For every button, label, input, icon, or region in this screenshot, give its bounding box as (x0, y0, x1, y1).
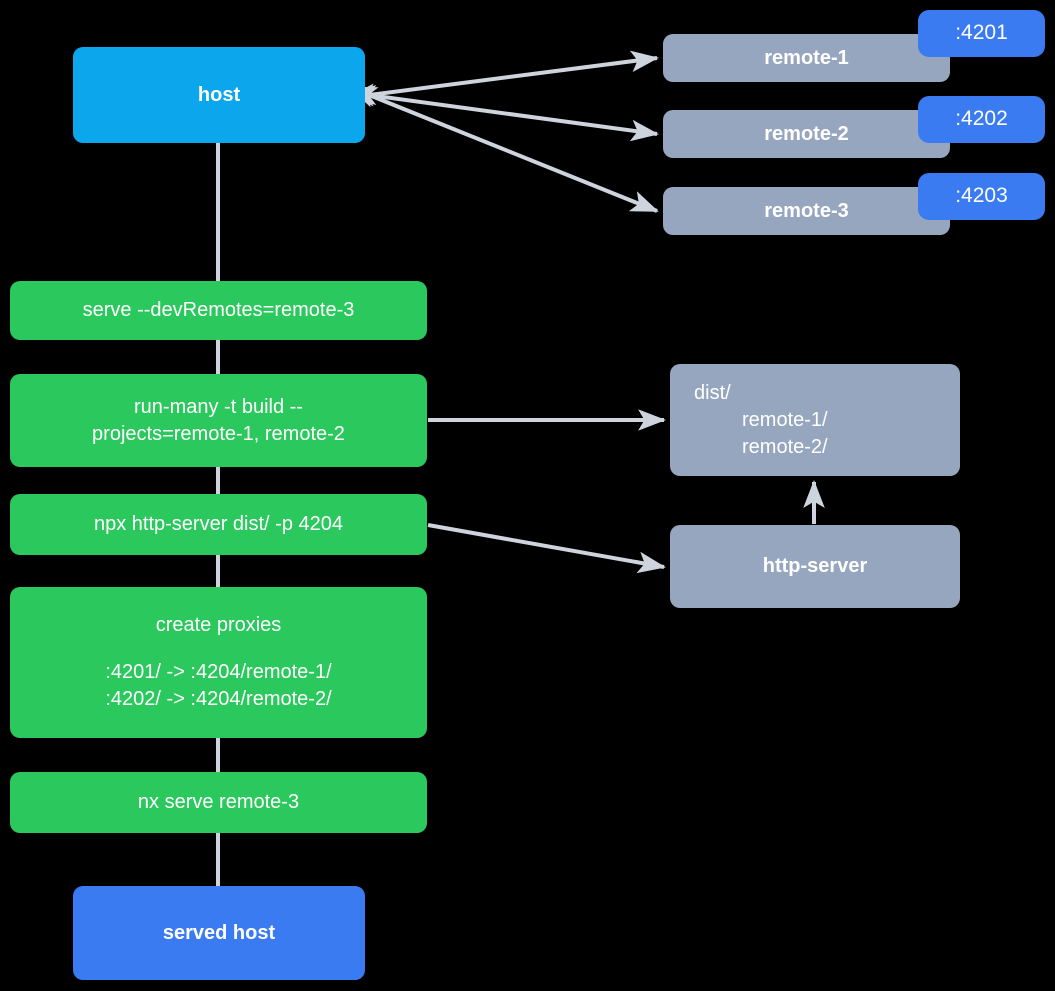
edge-host-remote-3 (348, 86, 659, 213)
node-create-proxies[interactable]: create proxies :4201/ -> :4204/remote-1/… (10, 587, 427, 738)
node-host[interactable]: host (73, 47, 365, 143)
node-http-server[interactable]: http-server (670, 525, 960, 608)
node-dist-root: dist/ (694, 381, 731, 404)
node-command-npx-http-server[interactable]: npx http-server dist/ -p 4204 (10, 494, 427, 555)
badge-port-remote-1[interactable]: :4201 (918, 10, 1045, 57)
node-http-server-label: http-server (762, 555, 868, 577)
node-dist[interactable]: dist/ remote-1/ remote-2/ (670, 364, 960, 476)
node-command-run-many-build[interactable]: run-many -t build -- projects=remote-1, … (10, 374, 427, 467)
node-dist-child-2: remote-2/ (742, 435, 828, 458)
badge-port-remote-2-label: :4202 (955, 107, 1008, 131)
badge-port-remote-1-label: :4201 (955, 21, 1008, 45)
create-proxies-title: create proxies (155, 614, 282, 636)
node-command-run-many-build-label: run-many -t build -- projects=remote-1, … (92, 395, 345, 445)
edge-npx-to-httpserver (427, 523, 666, 574)
badge-port-remote-3[interactable]: :4203 (918, 173, 1045, 220)
create-proxies-mapping-2: :4202/ -> :4204/remote-2/ (105, 688, 332, 710)
badge-port-remote-3-label: :4203 (955, 184, 1008, 208)
create-proxies-mapping-1: :4201/ -> :4204/remote-1/ (105, 661, 332, 683)
node-remote-3[interactable]: remote-3 (663, 187, 950, 235)
node-command-npx-http-server-label: npx http-server dist/ -p 4204 (93, 513, 343, 535)
node-command-nx-serve-remote-3[interactable]: nx serve remote-3 (10, 772, 427, 833)
edge-host-remote-2 (347, 85, 659, 142)
node-dist-child-1: remote-1/ (742, 408, 828, 431)
edge-host-remote-1 (347, 50, 659, 105)
node-remote-2[interactable]: remote-2 (663, 110, 950, 158)
node-command-serve-dev-remotes-label: serve --devRemotes=remote-3 (82, 299, 355, 321)
node-command-serve-dev-remotes[interactable]: serve --devRemotes=remote-3 (10, 281, 427, 340)
node-host-label: host (197, 83, 241, 106)
node-served-host[interactable]: served host (73, 886, 365, 980)
node-remote-1[interactable]: remote-1 (663, 34, 950, 82)
badge-port-remote-2[interactable]: :4202 (918, 96, 1045, 143)
node-remote-1-label: remote-1 (764, 46, 849, 69)
node-remote-2-label: remote-2 (764, 122, 849, 145)
node-command-nx-serve-remote-3-label: nx serve remote-3 (137, 791, 300, 813)
node-served-host-label: served host (162, 921, 276, 944)
node-remote-3-label: remote-3 (764, 199, 849, 222)
